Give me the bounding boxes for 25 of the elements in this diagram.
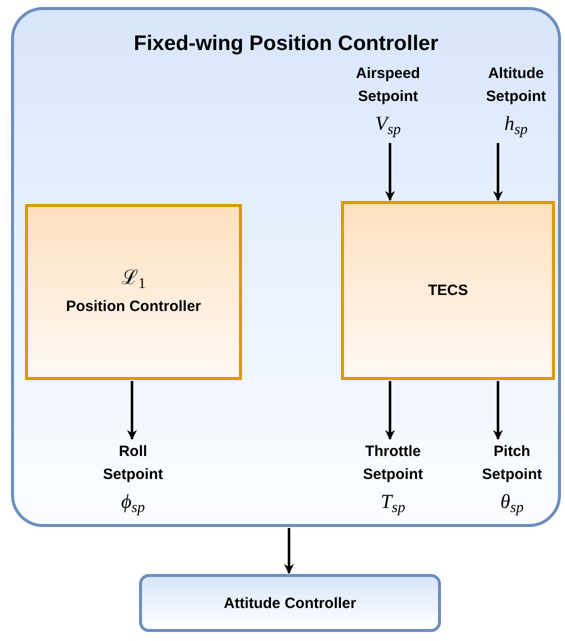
arrow (284, 528, 294, 574)
signal-label: Roll Setpoint (102, 442, 164, 485)
signal-label: Throttle Setpoint (362, 442, 424, 485)
arrow (493, 143, 503, 201)
math-symbol: h$_{sp}$ (504, 112, 528, 137)
box-label: TECS (428, 281, 468, 301)
math-symbol: V$_{sp}$ (375, 112, 401, 137)
math-symbol: ℒ$_{1}$ (121, 266, 146, 291)
math-symbol: θ$_{sp}$ (500, 490, 524, 515)
process-box (341, 201, 555, 380)
box-label: Attitude Controller (224, 594, 356, 614)
signal-label: Pitch Setpoint (481, 442, 543, 485)
math-symbol: T$_{sp}$ (380, 490, 406, 515)
box-label: Position Controller (66, 297, 201, 317)
signal-label: Altitude Setpoint (485, 64, 547, 107)
process-box (25, 204, 242, 380)
arrow (385, 143, 395, 201)
math-symbol: ϕ$_{sp}$ (121, 490, 145, 515)
process-box (139, 574, 441, 632)
arrow (493, 381, 503, 440)
signal-label: Airspeed Setpoint (354, 64, 422, 107)
arrow (385, 381, 395, 440)
group-label: Fixed-wing Position Controller (134, 31, 438, 57)
group-container (11, 7, 561, 527)
arrow (127, 381, 137, 440)
